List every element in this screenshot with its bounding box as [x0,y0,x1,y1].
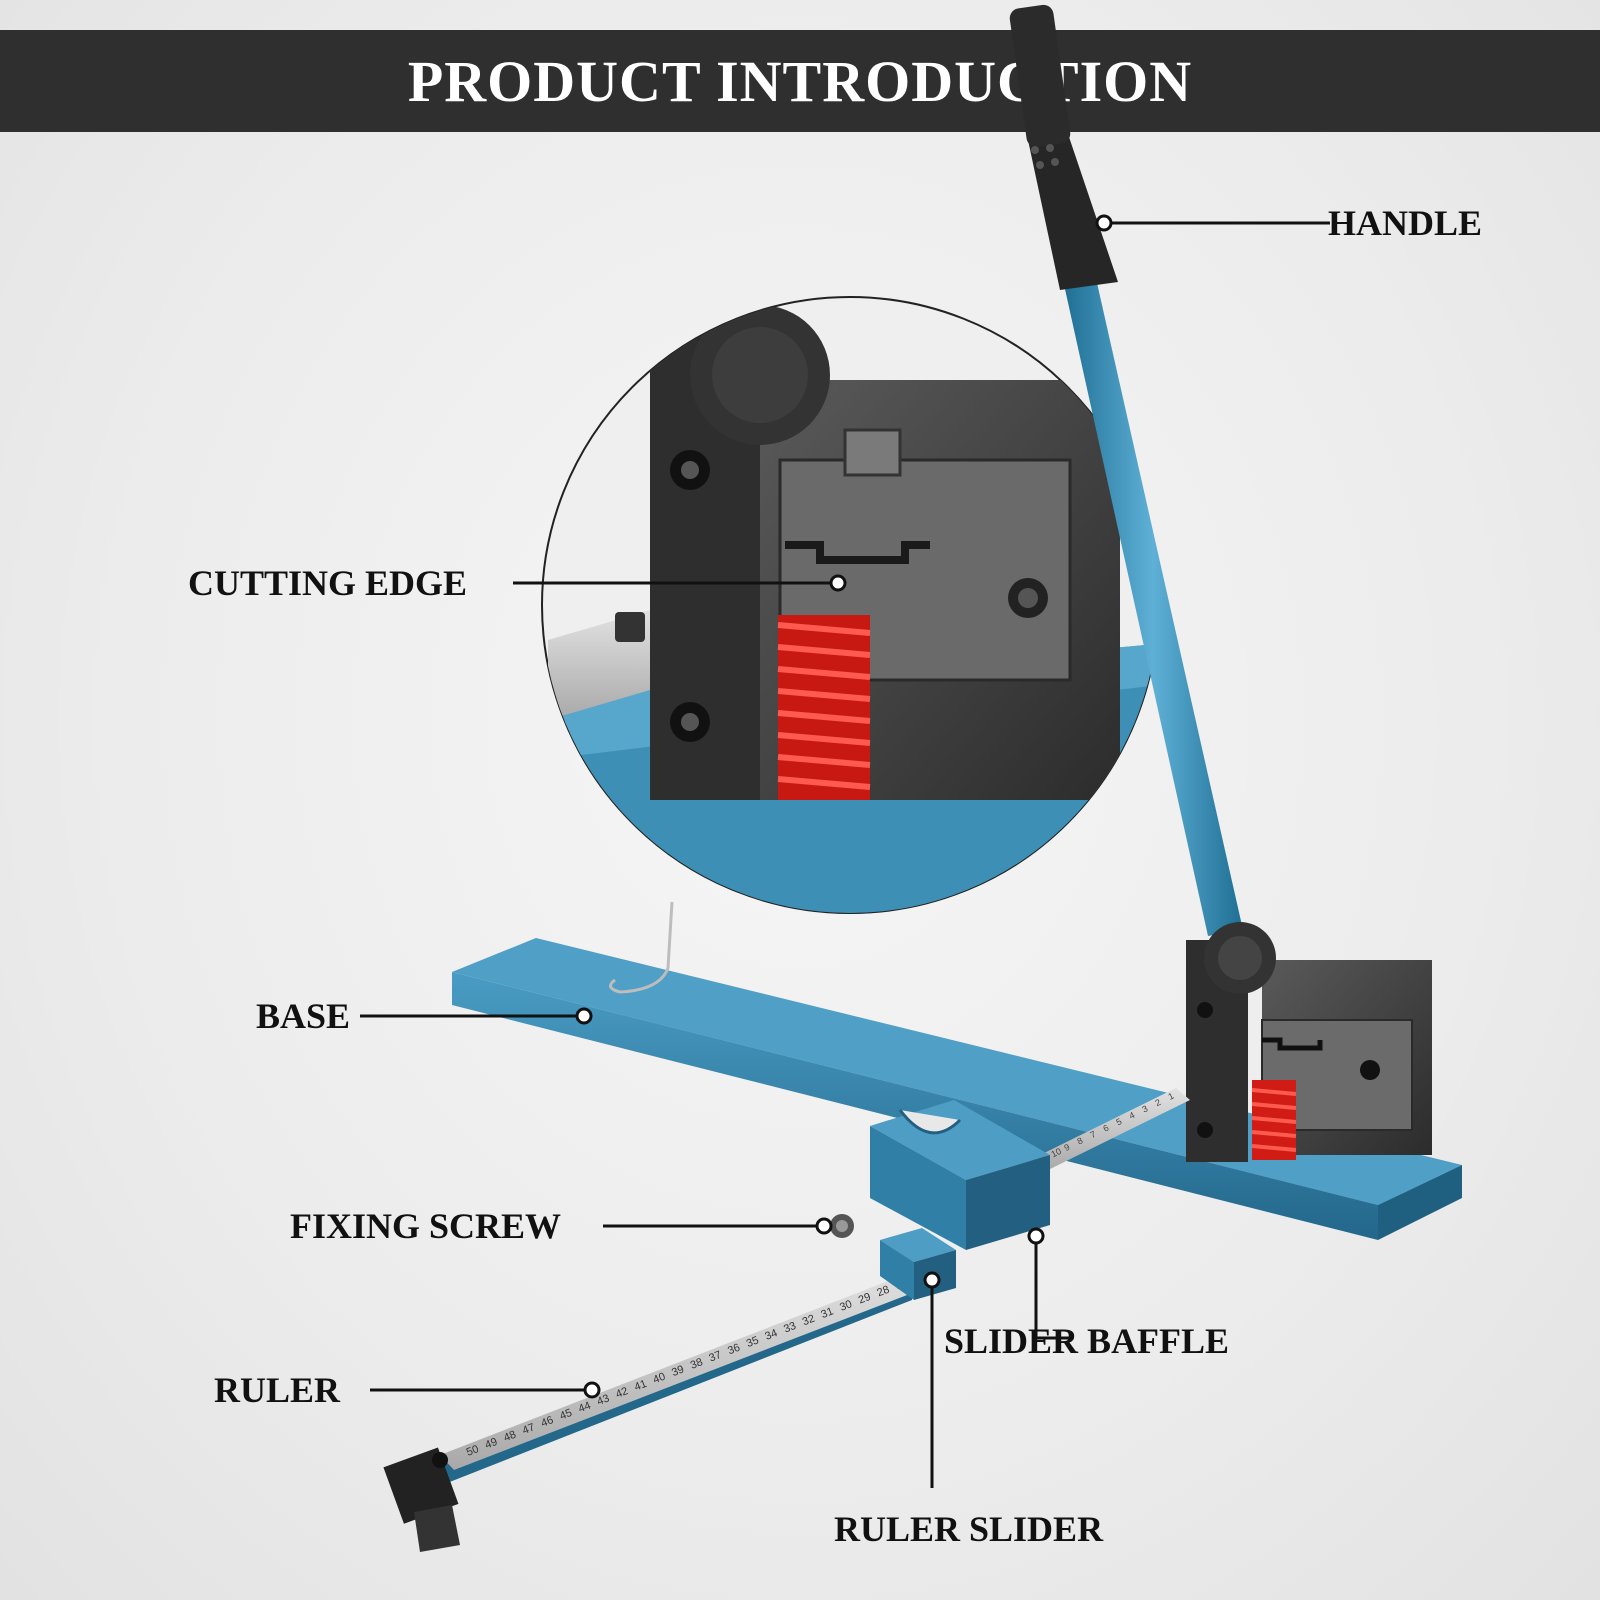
ruler-tick-label: 47 [521,1421,537,1437]
callout-lines [360,221,1330,1488]
ruler-tick-label: 35 [745,1334,761,1350]
zoom-detail [541,296,1159,914]
label-handle: HANDLE [1328,203,1483,243]
handle-assembly [1009,4,1243,936]
ruler-tick-label: 8 [1075,1135,1084,1146]
ruler-tick-label: 5 [1114,1116,1123,1127]
ruler-tick-label: 7 [1088,1129,1097,1140]
ruler-tick-label: 48 [502,1429,518,1445]
ruler-tick-label: 42 [614,1385,630,1401]
ruler-tick-label: 1 [1166,1091,1175,1102]
ruler-tick-label: 28 [875,1284,891,1300]
ruler-tick-label: 30 [838,1298,854,1314]
label-ruler: RULER [214,1370,341,1410]
ruler-tick-label: 39 [670,1363,686,1379]
ruler-tick-label: 40 [651,1371,667,1387]
label-fixing-screw: FIXING SCREW [290,1206,562,1246]
ruler-tick-label: 4 [1127,1110,1136,1121]
ruler-tick-label: 45 [558,1407,574,1423]
ruler-tick-label: 32 [801,1313,817,1329]
ruler-tick-label: 41 [633,1378,649,1394]
ruler-tick-label: 9 [1062,1142,1071,1153]
label-slider-baffle: SLIDER BAFFLE [944,1321,1230,1361]
ruler-tick-label: 46 [539,1414,555,1430]
slider-baffle [870,1100,1050,1250]
label-base: BASE [256,996,351,1036]
ruler-tick-label: 49 [483,1436,499,1452]
ruler-tick-label: 34 [763,1327,779,1343]
label-ruler-slider: RULER SLIDER [834,1509,1104,1549]
ruler-tick-label: 33 [782,1320,798,1336]
cutting-head [1186,922,1432,1162]
ruler-tick-label: 6 [1101,1123,1110,1134]
ruler-tick-label: 3 [1140,1103,1149,1114]
callout-dots [575,214,1113,1399]
ruler-tick-label: 50 [465,1443,481,1459]
ruler-tick-label: 43 [595,1392,611,1408]
ruler-tick-label: 37 [707,1349,723,1365]
label-cutting-edge: CUTTING EDGE [188,563,468,603]
ruler-tick-label: 38 [689,1356,705,1372]
ruler-tick-label: 31 [819,1305,835,1321]
ruler-tick-label: 10 [1049,1146,1062,1159]
ruler-tick-label: 29 [857,1291,873,1307]
ruler-tick-label: 2 [1153,1097,1162,1108]
ruler-tick-label: 36 [726,1342,742,1358]
ruler-tick-label: 44 [577,1400,593,1416]
